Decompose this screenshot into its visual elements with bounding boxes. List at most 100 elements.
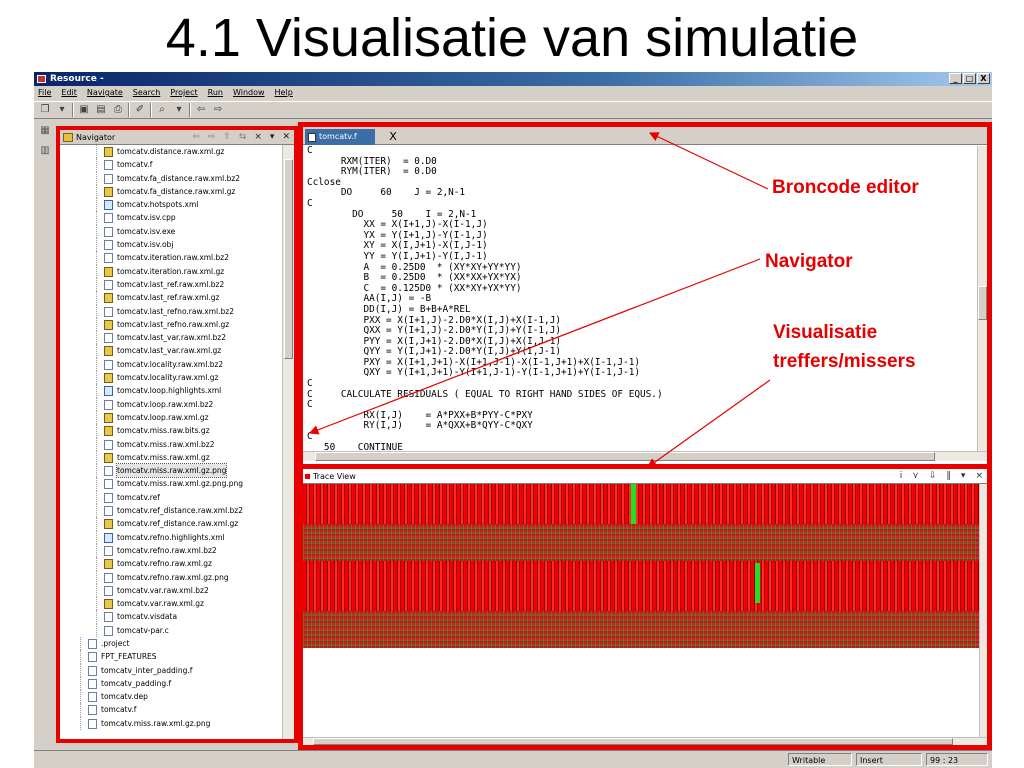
tree-item[interactable]: tomcatv.last_refno.raw.xml.bz2 — [60, 304, 284, 318]
tree-item[interactable]: tomcatv.isv.exe — [60, 224, 284, 239]
tree-item[interactable]: tomcatv.hotspots.xml — [60, 198, 284, 212]
menu-project[interactable]: Project — [170, 88, 198, 97]
text-file-icon — [104, 625, 113, 636]
tree-item[interactable]: tomcatv.miss.raw.xml.gz — [60, 450, 284, 465]
scrollbar-thumb[interactable] — [978, 286, 987, 320]
up-icon[interactable]: ⇧ — [223, 132, 231, 142]
save-icon[interactable]: ▣ — [79, 104, 89, 115]
back-icon[interactable]: ⇦ — [192, 132, 200, 142]
export-icon[interactable]: ⇩ — [928, 471, 937, 481]
collapse-icon[interactable]: ⨯ — [254, 132, 262, 142]
tree-item[interactable]: tomcatv.last_ref.raw.xml.bz2 — [60, 277, 284, 292]
tree-item[interactable]: tomcatv.fa_distance.raw.xml.bz2 — [60, 171, 284, 185]
close-icon[interactable]: ✕ — [282, 132, 290, 142]
tree-item[interactable]: tomcatv.ref_distance.raw.xml.bz2 — [60, 504, 284, 518]
open-perspective-icon[interactable]: ▦ — [40, 125, 50, 136]
menu-help[interactable]: Help — [274, 88, 293, 97]
editor-vertical-scrollbar[interactable] — [977, 146, 987, 451]
tree-item[interactable]: tomcatv.last_refno.raw.xml.gz — [60, 317, 284, 332]
tree-item[interactable]: .project — [60, 636, 284, 651]
tree-item[interactable]: tomcatv.miss.raw.xml.gz.png.png — [60, 477, 284, 491]
scrollbar-thumb[interactable] — [284, 159, 293, 359]
chevron-down-icon[interactable]: ▾ — [59, 104, 65, 115]
navigator-scrollbar[interactable] — [282, 145, 294, 739]
forward-arrow-icon[interactable]: ⇨ — [213, 104, 223, 115]
text-file-icon — [104, 173, 113, 184]
scrollbar-thumb[interactable] — [313, 738, 953, 745]
tree-item[interactable]: tomcatv-par.c — [60, 623, 284, 637]
menu-search[interactable]: Search — [132, 88, 161, 97]
tree-item[interactable]: tomcatv.last_ref.raw.xml.gz — [60, 291, 284, 305]
tree-item[interactable]: tomcatv.last_var.raw.xml.bz2 — [60, 331, 284, 345]
pin-icon[interactable]: ✐ — [135, 104, 145, 115]
view-menu-icon[interactable]: ▾ — [960, 471, 966, 481]
print-icon[interactable]: ⎙ — [114, 104, 122, 115]
tree-item[interactable]: FPT_FEATURES — [60, 650, 284, 664]
tree-item[interactable]: tomcatv.loop.highlights.xml — [60, 384, 284, 398]
tree-item[interactable]: tomcatv.refno.highlights.xml — [60, 530, 284, 544]
trace-vertical-scrollbar[interactable] — [979, 484, 987, 737]
close-icon[interactable]: × — [975, 471, 983, 481]
tree-item[interactable]: tomcatv.f — [60, 158, 284, 172]
scrollbar-thumb[interactable] — [315, 452, 935, 461]
menu-run[interactable]: Run — [207, 88, 223, 97]
tree-item[interactable]: tomcatv.ref — [60, 490, 284, 505]
trace-horizontal-scrollbar[interactable] — [303, 737, 987, 745]
window-titlebar[interactable]: Resource - _ □ X — [34, 72, 992, 86]
tree-item[interactable]: tomcatv.var.raw.xml.bz2 — [60, 583, 284, 598]
close-tab-icon[interactable]: X — [389, 130, 397, 143]
editor-horizontal-scrollbar[interactable] — [303, 451, 987, 461]
tree-item[interactable]: tomcatv.visdata — [60, 610, 284, 624]
tree-item[interactable]: tomcatv.iteration.raw.xml.bz2 — [60, 251, 284, 265]
tree-item[interactable]: tomcatv_inter_padding.f — [60, 663, 284, 677]
maximize-button[interactable]: □ — [963, 73, 976, 84]
close-window-button[interactable]: X — [977, 73, 990, 84]
tree-item[interactable]: tomcatv.locality.raw.xml.bz2 — [60, 357, 284, 372]
trace-visualization[interactable] — [303, 484, 979, 659]
tree-item[interactable]: tomcatv.miss.raw.xml.gz.png — [60, 463, 284, 479]
info-icon[interactable]: i — [899, 471, 903, 481]
menu-window[interactable]: Window — [232, 88, 265, 97]
tree-item[interactable]: tomcatv.refno.raw.xml.bz2 — [60, 543, 284, 558]
minimize-button[interactable]: _ — [949, 73, 962, 84]
tree-item[interactable]: tomcatv.miss.raw.xml.gz.png — [60, 716, 284, 731]
tree-item[interactable]: tomcatv.loop.raw.xml.gz — [60, 410, 284, 425]
view-menu-icon[interactable]: ▾ — [269, 132, 275, 142]
menu-file[interactable]: File — [38, 88, 52, 97]
tree-item[interactable]: tomcatv.iteration.raw.xml.gz — [60, 264, 284, 278]
back-arrow-icon[interactable]: ⇦ — [196, 104, 206, 115]
tree-item[interactable]: tomcatv.var.raw.xml.gz — [60, 597, 284, 611]
trace-view-header[interactable]: Trace View i ⋎ ⇩ ‖ ▾ × — [303, 469, 987, 484]
tree-item[interactable]: tomcatv.dep — [60, 690, 284, 704]
filter-icon[interactable]: ⋎ — [912, 471, 919, 481]
tree-item[interactable]: tomcatv.ref_distance.raw.xml.gz — [60, 517, 284, 531]
tree-item[interactable]: tomcatv.refno.raw.xml.gz — [60, 557, 284, 571]
new-wizard-icon[interactable]: ❐ — [40, 104, 50, 115]
tree-item[interactable]: tomcatv.refno.raw.xml.gz.png — [60, 570, 284, 584]
navigator-header[interactable]: Navigator ⇦ ⇨ ⇧ ⇆ ⨯ ▾ ✕ — [60, 130, 294, 145]
tree-guide-line — [96, 490, 97, 505]
tree-item[interactable]: tomcatv.last_var.raw.xml.gz — [60, 344, 284, 358]
tree-guide-line — [96, 597, 97, 611]
tree-item[interactable]: tomcatv.locality.raw.xml.gz — [60, 371, 284, 385]
tree-item[interactable]: tomcatv.isv.cpp — [60, 211, 284, 225]
tree-item[interactable]: tomcatv.f — [60, 703, 284, 717]
tree-item[interactable]: tomcatv_padding.f — [60, 676, 284, 691]
tree-item[interactable]: tomcatv.fa_distance.raw.xml.gz — [60, 184, 284, 199]
tree-item[interactable]: tomcatv.miss.raw.bits.gz — [60, 424, 284, 438]
forward-icon[interactable]: ⇨ — [207, 132, 216, 142]
editor-tab[interactable]: tomcatv.f X — [305, 129, 397, 145]
tree-item[interactable]: tomcatv.miss.raw.xml.bz2 — [60, 437, 284, 451]
menu-navigate[interactable]: Navigate — [86, 88, 123, 97]
chevron-down-icon[interactable]: ▾ — [176, 104, 182, 115]
tree-item[interactable]: tomcatv.distance.raw.xml.gz — [60, 145, 284, 159]
tree-item[interactable]: tomcatv.loop.raw.xml.bz2 — [60, 397, 284, 411]
navigator-view: Navigator ⇦ ⇨ ⇧ ⇆ ⨯ ▾ ✕ tomcatv.distance… — [56, 126, 298, 743]
tree-item[interactable]: tomcatv.isv.obj — [60, 238, 284, 252]
resource-perspective-icon[interactable]: ▥ — [40, 145, 50, 156]
save-all-icon[interactable]: ▤ — [96, 104, 106, 115]
link-icon[interactable]: ⇆ — [238, 132, 247, 142]
menu-edit[interactable]: Edit — [61, 88, 77, 97]
search-icon[interactable]: ⌕ — [159, 104, 165, 115]
pause-icon[interactable]: ‖ — [946, 471, 951, 481]
